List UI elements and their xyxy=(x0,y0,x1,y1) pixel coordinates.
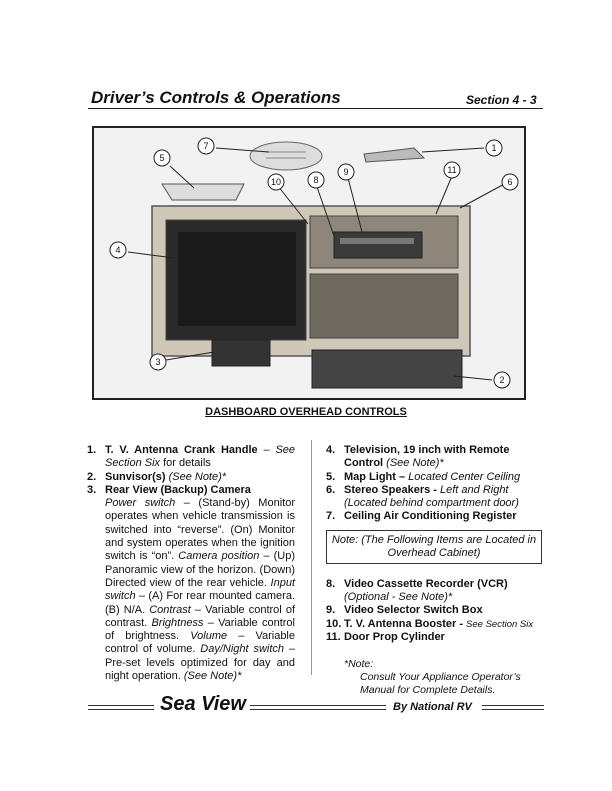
overhead-cabinet-note: Note: (The Following Items are Located i… xyxy=(326,529,542,564)
list-item: (Optional - See Note)* xyxy=(344,591,453,604)
list-item: 11.Door Prop Cylinder xyxy=(326,630,445,643)
footer-rule-middle xyxy=(250,705,386,710)
figure-caption: DASHBOARD OVERHEAD CONTROLS xyxy=(205,406,407,418)
callout-5 xyxy=(153,149,171,167)
list-item: 2.Sunvisor(s) (See Note)* xyxy=(87,470,227,483)
footer-rule-right xyxy=(482,705,544,710)
callout-3 xyxy=(149,353,167,371)
callout-label: 3 xyxy=(155,357,160,367)
footnote: *Note: Consult Your Appliance Operator’s… xyxy=(326,658,542,697)
callout-label: 1 xyxy=(491,143,496,153)
camera-description: Power switch – (Stand-by) Monitor operat… xyxy=(105,497,296,683)
list-item: 1.T. V. Antenna Crank Handle – See Secti… xyxy=(87,444,296,470)
callout-label: 8 xyxy=(313,175,318,185)
list-item: 3.Rear View (Backup) Camera xyxy=(87,483,251,496)
list-item: 8.Video Cassette Recorder (VCR) xyxy=(326,577,508,590)
dashboard-photo: 7 5 1 11 6 10 8 9 4 3 2 xyxy=(92,126,526,400)
callout-9 xyxy=(337,163,355,181)
callout-label: 11 xyxy=(447,165,456,175)
callout-7 xyxy=(197,137,215,155)
right-column: 4.Television, 19 inch with Remote Contro… xyxy=(326,444,542,697)
dashboard-illustration: 7 5 1 11 6 10 8 9 4 3 2 xyxy=(94,128,524,398)
callout-4 xyxy=(109,241,127,259)
page-title: Driver’s Controls & Operations xyxy=(91,88,341,107)
list-item: 5.Map Light – Located Center Ceiling xyxy=(326,470,521,483)
footnote-label: *Note: xyxy=(344,658,374,671)
footer-rule-left xyxy=(88,705,154,710)
footnote-text: Consult Your Appliance Operator’s Manual… xyxy=(360,671,521,697)
callout-label: 9 xyxy=(343,167,348,177)
list-item: 10.T. V. Antenna Booster - See Section S… xyxy=(326,617,534,630)
header-rule xyxy=(88,108,543,109)
left-column: 1.T. V. Antenna Crank Handle – See Secti… xyxy=(87,444,295,683)
callout-label: 6 xyxy=(507,177,512,187)
callout-label: 10 xyxy=(271,177,281,187)
callout-11 xyxy=(443,161,461,179)
callout-label: 7 xyxy=(203,141,208,151)
callout-label: 4 xyxy=(115,245,120,255)
list-item: 9.Video Selector Switch Box xyxy=(326,604,483,617)
callout-label: 2 xyxy=(499,375,504,385)
column-divider xyxy=(311,440,312,675)
footer-publisher: By National RV xyxy=(393,701,472,713)
footer-logo: Sea View xyxy=(160,693,246,715)
callout-label: 5 xyxy=(159,153,164,163)
section-label: Section 4 - 3 xyxy=(466,93,537,107)
callout-6 xyxy=(501,173,519,191)
list-item: 4.Television, 19 inch with Remote Contro… xyxy=(326,444,510,470)
callout-1 xyxy=(485,139,503,157)
callout-10 xyxy=(267,173,285,191)
list-item: 6.Stereo Speakers - Left and Right (Loca… xyxy=(326,483,519,510)
callout-2 xyxy=(493,371,511,389)
list-item: 7.Ceiling Air Conditioning Register xyxy=(326,510,517,523)
callout-8 xyxy=(307,171,325,189)
